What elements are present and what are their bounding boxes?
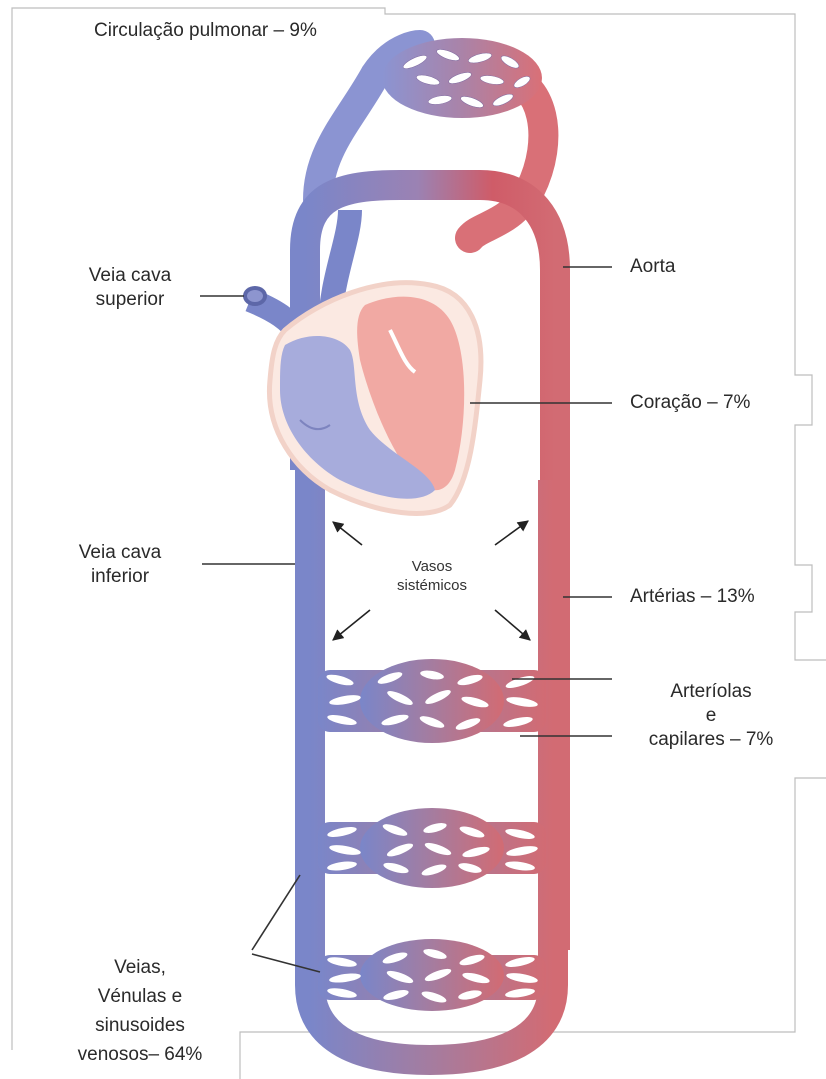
arrow-up-right (495, 521, 528, 545)
label-arterioles-capillaries: Arteríolas e capilares – 7% (636, 680, 786, 752)
label-line: superior (65, 288, 195, 312)
label-line: Arteríolas (636, 680, 786, 704)
label-line: Vasos (370, 557, 494, 576)
label-inferior-vena-cava: Veia cava inferior (55, 541, 185, 589)
label-line: e (636, 704, 786, 728)
leader-veins-1 (252, 875, 300, 950)
label-line: inferior (55, 565, 185, 589)
arrow-down-left (333, 610, 370, 640)
label-line: Veias, (60, 953, 220, 982)
label-line: Veia cava (65, 264, 195, 288)
label-line: sistémicos (370, 576, 494, 595)
label-line: sinusoides (60, 1011, 220, 1040)
label-arteries: Artérias – 13% (630, 585, 755, 609)
label-line: Vénulas e (60, 982, 220, 1011)
label-line: capilares – 7% (636, 728, 786, 752)
arrow-up-left (333, 522, 362, 545)
arrow-down-right (495, 610, 530, 640)
label-systemic-vessels: Vasos sistémicos (370, 557, 494, 595)
label-veins: Veias, Vénulas e sinusoides venosos– 64% (60, 953, 220, 1069)
label-superior-vena-cava: Veia cava superior (65, 264, 195, 312)
label-line: Veia cava (55, 541, 185, 565)
label-line: venosos– 64% (60, 1040, 220, 1069)
label-aorta: Aorta (630, 255, 675, 279)
pulmonary-loop (318, 38, 543, 238)
label-heart: Coração – 7% (630, 391, 750, 415)
label-pulmonary-circulation: Circulação pulmonar – 9% (94, 19, 317, 43)
